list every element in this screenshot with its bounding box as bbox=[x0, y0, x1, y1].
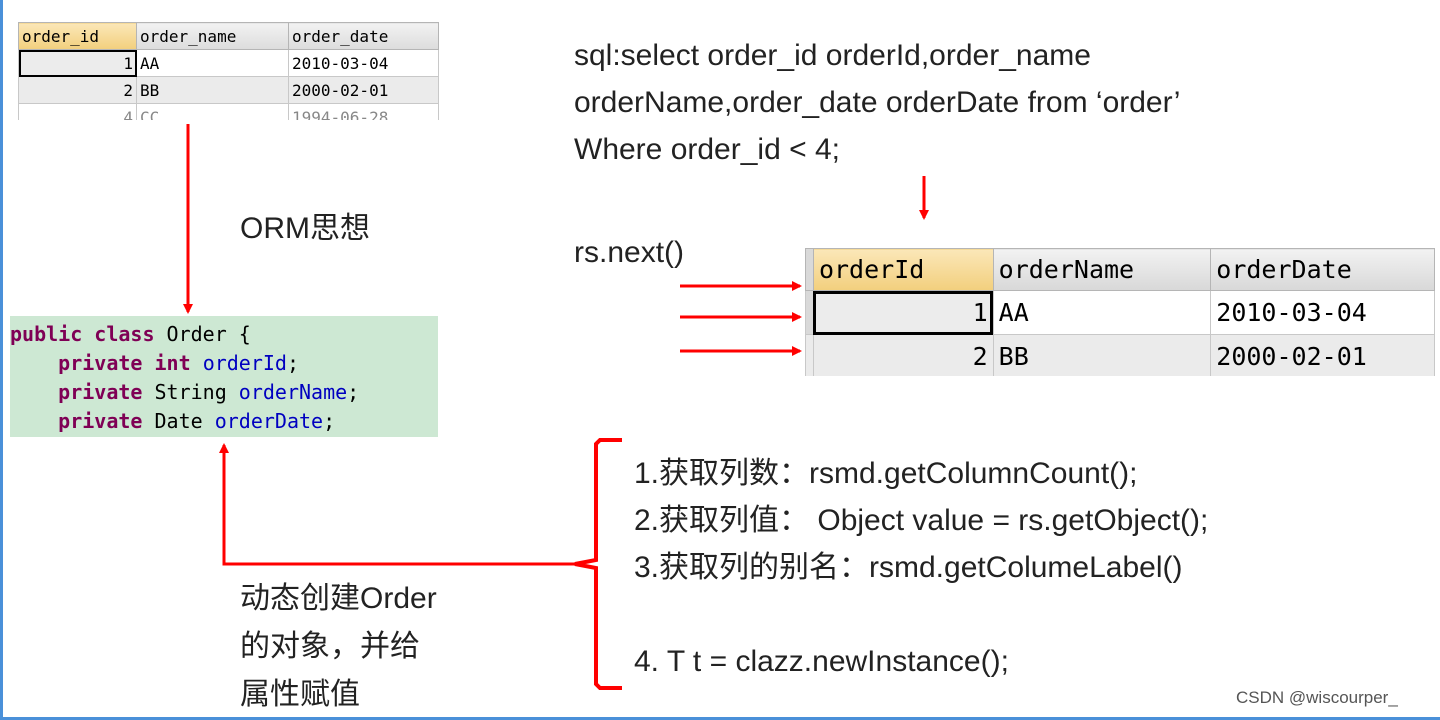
code-field-name: orderId bbox=[202, 351, 287, 375]
watermark: CSDN @wiscourper_ bbox=[1236, 688, 1398, 707]
dynamic-create-arrow bbox=[219, 443, 575, 566]
source-header-order-date: order_date bbox=[288, 22, 439, 50]
table-cell: CC bbox=[136, 103, 289, 120]
code-keyword: private bbox=[58, 409, 143, 433]
sql-line: Where order_id < 4; bbox=[574, 133, 840, 166]
step-item: 4. T t = clazz.newInstance(); bbox=[634, 645, 1009, 678]
table-row: 1 AA 2010-03-04 bbox=[18, 49, 439, 77]
table-row: 2 BB 2000-02-01 bbox=[805, 334, 1435, 376]
table-cell: AA bbox=[136, 49, 289, 77]
code-field-name: orderName bbox=[238, 380, 348, 404]
code-type: String bbox=[142, 380, 239, 404]
code-keyword: private bbox=[58, 380, 143, 404]
code-text: ; bbox=[286, 351, 300, 375]
result-table: orderId orderName orderDate 1 AA 2010-03… bbox=[805, 248, 1435, 376]
table-cell: 2010-03-04 bbox=[1210, 290, 1435, 335]
code-text: ; bbox=[347, 380, 360, 404]
result-header-order-name: orderName bbox=[992, 248, 1212, 291]
step-item: 1.获取列数：rsmd.getColumnCount(); bbox=[634, 457, 1138, 490]
table-cell: BB bbox=[136, 76, 289, 104]
table-cell: 1 bbox=[18, 49, 137, 77]
code-keyword: private bbox=[58, 351, 143, 375]
steps-list: 1.获取列数：rsmd.getColumnCount(); 2.获取列值： Ob… bbox=[634, 450, 1208, 685]
table-cell: 2 bbox=[18, 76, 137, 104]
result-header-order-date: orderDate bbox=[1210, 248, 1435, 291]
table-row: 4 CC 1994-06-28 bbox=[18, 103, 439, 120]
rs-next-label: rs.next() bbox=[574, 236, 685, 269]
step-item: 3.获取列的别名：rsmd.getColumeLabel() bbox=[634, 551, 1183, 584]
dynamic-line: 属性赋值 bbox=[240, 678, 360, 711]
code-type: int bbox=[142, 351, 203, 375]
table-cell: 2 bbox=[812, 334, 994, 376]
code-field-name: orderDate bbox=[214, 409, 324, 433]
steps-brace bbox=[574, 438, 622, 690]
source-table: order_id order_name order_date 1 AA 2010… bbox=[18, 22, 439, 120]
step-item: 2.获取列值： Object value = rs.getObject(); bbox=[634, 504, 1209, 537]
table-cell: 2000-02-01 bbox=[288, 76, 439, 104]
code-type: Date bbox=[142, 409, 215, 433]
code-keyword: public class bbox=[10, 322, 155, 346]
table-cell: 2000-02-01 bbox=[1210, 334, 1435, 376]
code-text: ; bbox=[323, 409, 336, 433]
orm-label: ORM思想 bbox=[240, 212, 370, 245]
sql-statement: sql:select order_id orderId,order_name o… bbox=[574, 32, 1180, 173]
result-header-order-id: orderId bbox=[812, 248, 994, 291]
dynamic-create-label: 动态创建Order 的对象，并给 属性赋值 bbox=[240, 575, 437, 719]
table-row: 2 BB 2000-02-01 bbox=[18, 76, 439, 104]
dynamic-line: 的对象，并给 bbox=[240, 630, 420, 663]
table-cell: 1994-06-28 bbox=[288, 103, 439, 120]
dynamic-line: 动态创建Order bbox=[240, 582, 437, 615]
table-cell: 2010-03-04 bbox=[288, 49, 439, 77]
sql-line: sql:select order_id orderId,order_name bbox=[574, 39, 1091, 72]
result-table-header: orderId orderName orderDate bbox=[805, 248, 1435, 291]
table-cell: BB bbox=[992, 334, 1212, 376]
code-text: Order { bbox=[154, 322, 251, 346]
order-class-code: public class Order { private int orderId… bbox=[10, 316, 438, 437]
sql-line: orderName,order_date orderDate from ‘ord… bbox=[574, 86, 1181, 119]
table-cell: AA bbox=[992, 290, 1212, 335]
